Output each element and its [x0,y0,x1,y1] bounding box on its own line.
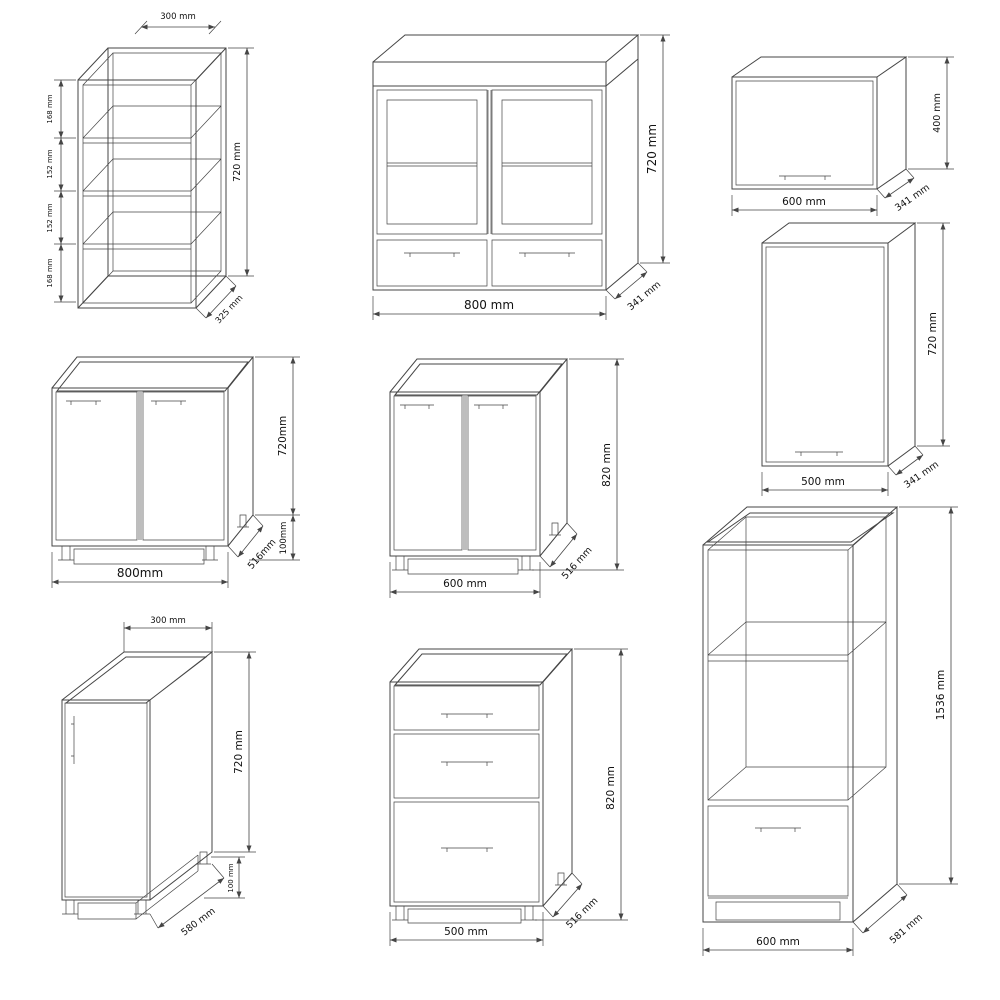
shelf300-comp1-label: 168 mm [46,94,54,123]
wall600-width-ext-lines [731,195,878,216]
sink800-depth-label: 516mm [246,537,279,572]
wall600-depth-label: 341 mm [893,182,932,214]
tall600-width-label: 600 mm [756,936,800,948]
wall800-depth-dim-line [614,271,648,300]
tall600-interior [707,516,887,801]
drawer500-depth-ext-lines [542,872,583,918]
shelf300-comp2-label: 152 mm [46,149,54,178]
sink800-height-ext-lines [249,356,300,561]
tall600-drawer [707,805,849,897]
shelf300-compartment-ext-lines [54,79,76,303]
wall600-door [735,80,874,186]
drawer500-height-label: 820 mm [605,766,617,810]
tall600-body [702,506,899,923]
sink800-legs-label: 100mm [279,522,289,555]
drawer500-body [389,648,574,907]
shelf300-frame [77,47,227,309]
base300-legs-plinth [62,851,211,920]
wall500-handle [795,451,843,456]
wall-cabinet-600-diagram: 400 mm 600 mm 341 mm [731,56,954,216]
drawer500-depth-dim-line [552,883,583,918]
base300-legs-label: 100 mm [227,863,235,892]
base300-depth-label: 580 mm [179,906,217,939]
wall600-body [731,56,908,190]
wall500-width-label: 500 mm [801,476,845,488]
tall-cabinet-600-diagram: 1536 mm 600 mm 581 mm [702,506,958,956]
drawer500-drawers [393,685,540,903]
base-cabinet-600-diagram: 600 mm 820 mm 516 mm [389,358,624,598]
shelf300-depth-dim-line [205,285,237,319]
sink800-handles [66,400,186,405]
base300-handle [71,716,75,764]
sink-base-800-diagram: 800mm 720mm 100mm 516mm [51,356,300,588]
sink800-body [51,356,255,547]
sink800-legs-plinth [58,514,249,565]
wall500-height-label: 720 mm [927,312,939,356]
wall800-depth-label: 341 mm [626,279,663,313]
base600-width-label: 600 mm [443,578,487,590]
base300-depth-dim-line [157,877,225,929]
sink800-height-label: 720mm [277,416,289,457]
base300-depth-ext-lines [149,863,225,929]
tall600-height-ext-lines [899,506,958,885]
tall600-depth-label: 581 mm [888,912,925,946]
wall800-doors [376,89,603,235]
wall800-height-label: 720 mm [645,124,659,174]
wall800-drawer-handles [404,252,575,257]
sink800-depth-ext-lines [227,514,264,558]
wall500-depth-ext-lines [887,445,924,476]
drawer500-depth-label: 516 mm [564,895,600,930]
wall800-drawers [376,239,603,287]
shelf300-width-label: 300 mm [160,12,196,22]
sink800-doors [55,391,225,541]
drawer500-handles [441,713,493,852]
sink800-depth-dim-line [237,525,264,558]
shelf300-comp3-label: 152 mm [46,203,54,232]
base300-width-label: 300 mm [150,616,186,626]
wall500-door [765,246,885,463]
drawer-base-500-diagram: 500 mm 820 mm 516 mm [389,648,628,946]
wall600-handle [779,175,831,180]
sink800-width-label: 800mm [117,566,163,580]
shelf300-height-label: 720 mm [232,142,243,182]
shelf300-width-ext-lines [134,20,222,35]
tall600-depth-dim-line [862,894,908,934]
wall-cabinet-800-diagram: 800 mm 720 mm 341 mm [372,34,670,320]
base300-height-label: 720 mm [233,730,245,774]
base300-door [64,702,148,898]
shelf300-shelves [82,52,222,304]
tall600-depth-ext-lines [852,883,908,934]
base600-depth-ext-lines [539,522,578,568]
drawer500-width-label: 500 mm [444,926,488,938]
wall500-depth-dim-line [895,454,924,476]
base600-depth-label: 516 mm [560,545,595,582]
base600-body [389,358,569,557]
drawer500-legs-plinth [392,872,567,924]
wall600-height-label: 400 mm [932,93,943,133]
base600-height-label: 820 mm [601,443,613,487]
shelf300-depth-label: 325 mm [214,293,246,326]
wall800-depth-ext-lines [605,262,648,300]
base300-width-ext-lines [123,622,213,652]
tall600-plinth [708,897,848,921]
shelf300-depth-ext-lines [195,275,237,319]
base-cabinet-300-diagram: 300 mm 720 mm 100 mm 580 mm [61,616,256,939]
shelf-unit-300-diagram: 300 mm 168 mm 152 mm 152 mm 168 mm 720 m… [46,12,254,326]
wall600-depth-dim-line [884,177,915,199]
wall800-width-label: 800 mm [464,298,514,312]
base600-handles [400,404,508,409]
tall600-height-label: 1536 mm [935,670,947,721]
base300-body [61,651,214,901]
wall600-width-label: 600 mm [782,196,826,208]
wall800-body [372,34,640,291]
base600-depth-dim-line [549,533,578,568]
wall500-body [761,222,917,467]
wall500-depth-label: 341 mm [902,459,941,491]
shelf300-height-ext-lines [228,47,254,277]
wall-cabinet-500-diagram: 500 mm 720 mm 341 mm [761,222,950,496]
base600-doors [393,395,537,551]
wall600-depth-ext-lines [876,168,915,199]
shelf300-comp4-label: 168 mm [46,258,54,287]
